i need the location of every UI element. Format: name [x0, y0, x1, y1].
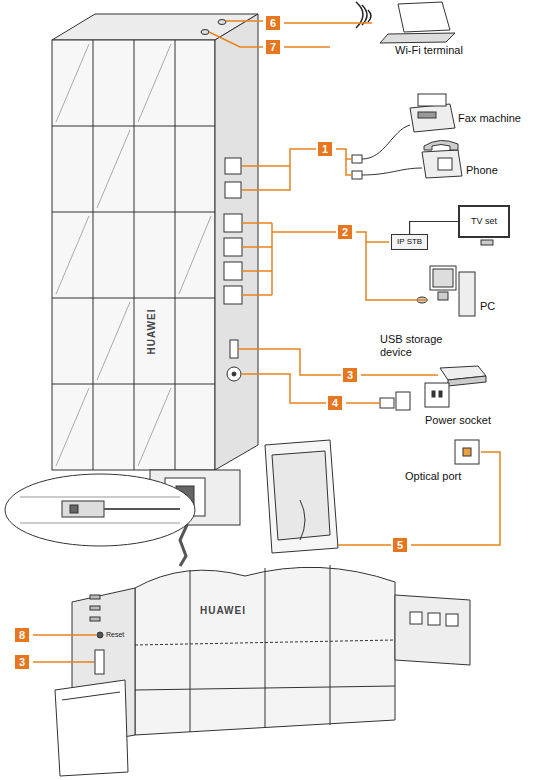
callout-number: 5: [393, 538, 407, 552]
device-label: Fax machine: [458, 112, 521, 125]
callout-number: 3: [15, 655, 29, 669]
port-label: Reset: [106, 631, 124, 639]
device-label: USB storage device: [380, 333, 470, 359]
brand-logo: HUAWEI: [145, 309, 158, 355]
device-label: PC: [480, 300, 495, 313]
device-label: Wi-Fi terminal: [395, 44, 463, 57]
callout-number: 7: [266, 40, 280, 54]
tv-set: TV set: [458, 205, 510, 238]
callout-number: 2: [338, 225, 352, 239]
device-label: Phone: [466, 164, 498, 177]
node-text: IP STB: [397, 237, 422, 247]
callout-number: 3: [343, 368, 357, 382]
node-text: TV set: [471, 216, 497, 227]
callout-number: 6: [266, 16, 280, 30]
set-top-box: IP STB: [391, 234, 428, 250]
brand-logo: HUAWEI: [200, 604, 246, 617]
callout-number: 4: [328, 396, 342, 410]
device-label: Power socket: [425, 414, 491, 427]
callout-number: 1: [318, 142, 332, 156]
callout-number: 8: [15, 628, 29, 642]
device-label: Optical port: [405, 470, 461, 483]
cable-connector: [410, 222, 458, 235]
